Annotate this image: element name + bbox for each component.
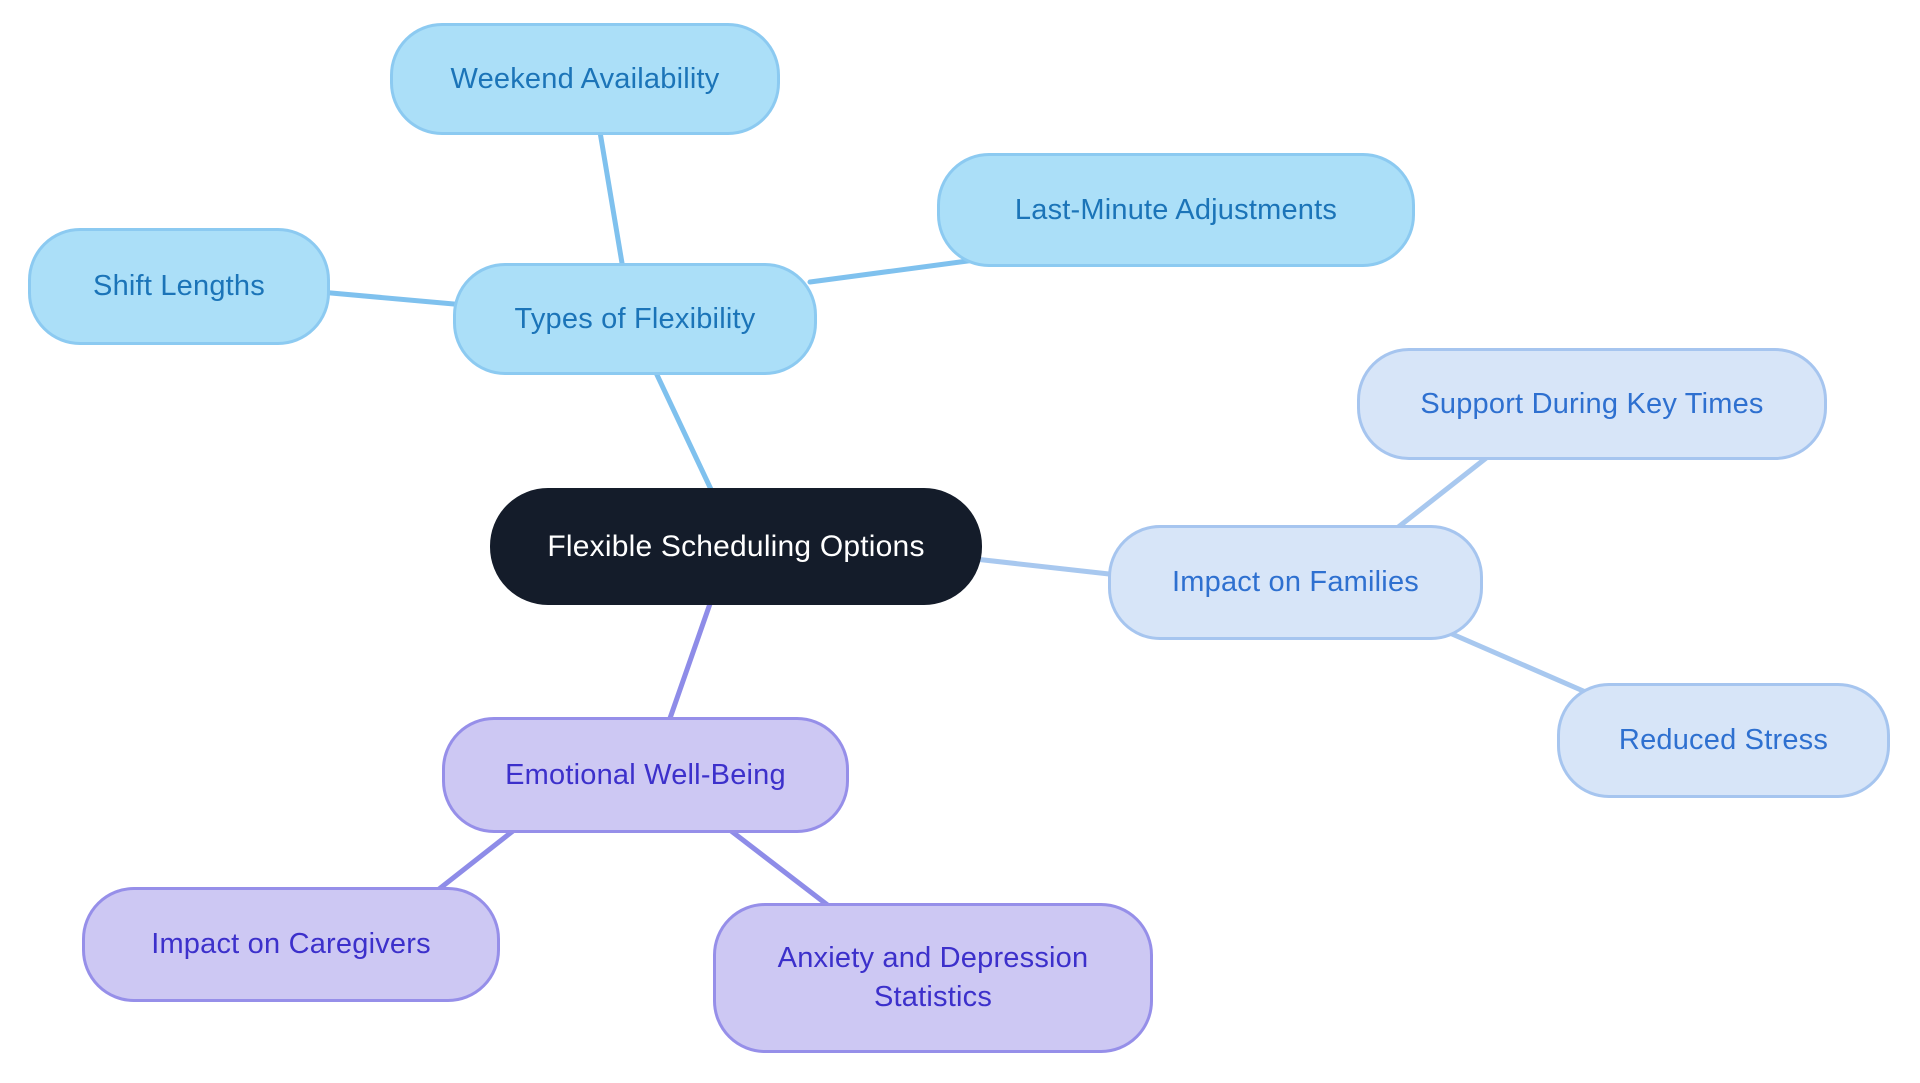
node-shift-lengths[interactable]: Shift Lengths bbox=[28, 228, 330, 345]
node-impact-on-caregivers[interactable]: Impact on Caregivers bbox=[82, 887, 500, 1002]
node-emotional-well-being[interactable]: Emotional Well-Being bbox=[442, 717, 849, 833]
edge-emotional-to-anxiety bbox=[723, 824, 837, 913]
node-label: Impact on Caregivers bbox=[151, 928, 431, 960]
node-label: Types of Flexibility bbox=[514, 302, 756, 335]
node-label: Flexible Scheduling Options bbox=[547, 529, 925, 563]
edge-central-to-types bbox=[647, 357, 719, 503]
node-label: Anxiety and Depression Statistics bbox=[777, 941, 1089, 1013]
node-label: Weekend Availability bbox=[450, 62, 720, 95]
node-weekend-availability[interactable]: Weekend Availability bbox=[390, 23, 780, 135]
node-anxiety-and-depression-statistics[interactable]: Anxiety and Depression Statistics bbox=[713, 903, 1153, 1053]
node-central-flexible-scheduling-options[interactable]: Flexible Scheduling Options bbox=[490, 488, 982, 605]
edge-families-to-reduced bbox=[1449, 631, 1607, 703]
node-label: Impact on Families bbox=[1172, 566, 1419, 598]
node-label: Support During Key Times bbox=[1420, 387, 1764, 420]
edge-types-to-lastminute bbox=[807, 257, 978, 285]
node-label: Shift Lengths bbox=[93, 270, 265, 302]
node-last-minute-adjustments[interactable]: Last-Minute Adjustments bbox=[937, 153, 1415, 267]
node-types-of-flexibility[interactable]: Types of Flexibility bbox=[453, 263, 817, 375]
edge-central-to-families bbox=[972, 556, 1121, 578]
edge-emotional-to-caregivers bbox=[431, 824, 521, 896]
edge-families-to-support bbox=[1389, 452, 1493, 535]
node-label: Emotional Well-Being bbox=[505, 758, 786, 791]
edge-central-to-emotional bbox=[665, 595, 715, 727]
node-label: Reduced Stress bbox=[1618, 724, 1829, 756]
node-impact-on-families[interactable]: Impact on Families bbox=[1108, 525, 1483, 640]
node-support-during-key-times[interactable]: Support During Key Times bbox=[1357, 348, 1827, 460]
node-reduced-stress[interactable]: Reduced Stress bbox=[1557, 683, 1890, 798]
edge-types-to-weekend bbox=[595, 117, 627, 278]
node-label: Last-Minute Adjustments bbox=[1014, 193, 1338, 226]
edge-types-to-shift bbox=[317, 289, 468, 308]
